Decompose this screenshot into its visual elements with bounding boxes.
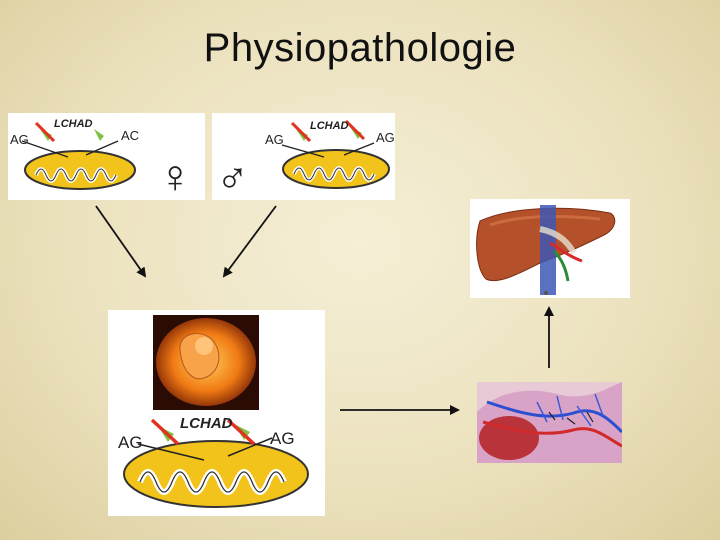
lchad-label: LCHAD: [54, 118, 93, 130]
green-arrow-icon: [94, 129, 104, 141]
mitochondrion-icon: [282, 149, 390, 189]
ag-label: AG: [376, 130, 395, 145]
fatty-acid-arrow: [343, 142, 375, 156]
slide-title: Physiopathologie: [203, 26, 517, 70]
fetus-panel: LCHAD AG AG: [108, 310, 325, 516]
ag-label: AG: [270, 429, 295, 448]
fatty-acid-arrow: [137, 443, 205, 461]
mother-mitochondria-diagram: LCHAD AG AC ♀: [10, 118, 193, 200]
ag-label: AG: [10, 132, 29, 147]
mother-mitochondria-panel: LCHAD AG AC ♀: [8, 113, 205, 200]
father-mitochondria-panel: LCHAD AG AG ♂: [212, 113, 395, 200]
lchad-label: LCHAD: [310, 120, 349, 132]
ag-label: AG: [265, 132, 284, 147]
lchad-label: LCHAD: [180, 415, 233, 432]
female-symbol-icon: ♀: [158, 150, 193, 200]
placenta-image: [477, 382, 622, 463]
fetus-image: [153, 315, 259, 410]
male-symbol-icon: ♂: [216, 154, 249, 200]
red-cross-icon: [34, 121, 56, 143]
ac-label: AC: [121, 128, 139, 143]
father-mitochondria-diagram: LCHAD AG AG ♂: [216, 119, 395, 200]
red-cross-icon: [344, 119, 366, 141]
ag-label: AG: [118, 433, 143, 452]
liver-image: [476, 205, 616, 295]
red-cross-icon: [150, 418, 180, 446]
fatty-acid-arrow: [227, 437, 273, 457]
placenta-panel: [477, 382, 622, 463]
fatty-acid-arrow: [281, 144, 325, 158]
mitochondrion-icon: [24, 150, 136, 190]
fetus-diagram: LCHAD AG AG: [118, 315, 309, 508]
red-cross-icon: [226, 418, 256, 446]
mitochondrion-icon: [123, 440, 309, 508]
mother-to-fetus-arrow: [95, 205, 147, 278]
red-cross-icon: [290, 121, 312, 143]
liver-panel: [470, 199, 630, 298]
father-to-fetus-arrow: [222, 205, 277, 278]
fatty-acid-arrow: [85, 140, 119, 156]
fatty-acid-arrow: [21, 140, 69, 158]
